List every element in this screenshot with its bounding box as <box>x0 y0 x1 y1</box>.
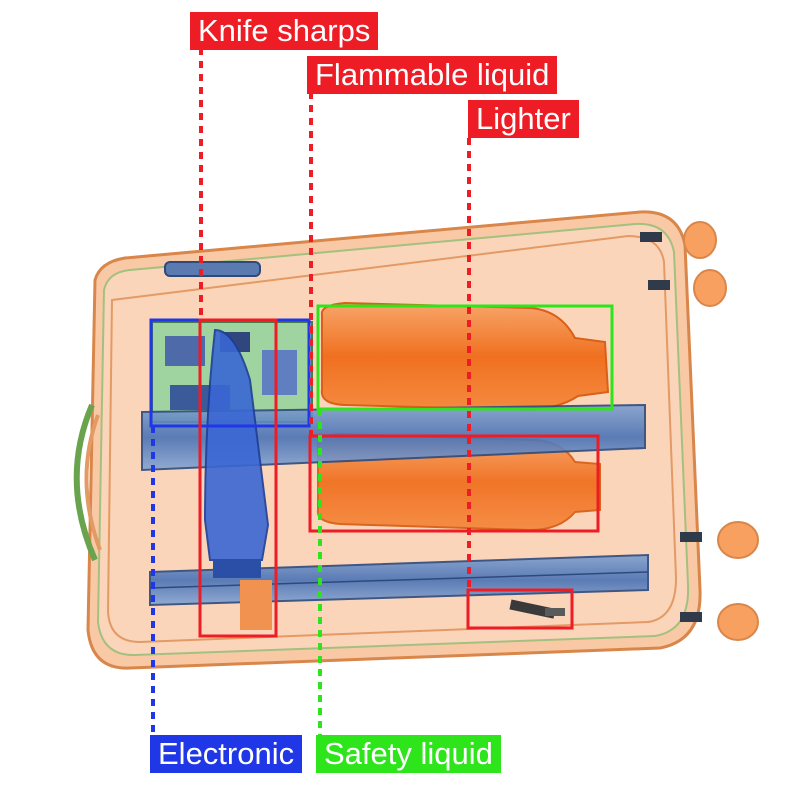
box-knife <box>198 318 278 638</box>
label-electronic: Electronic <box>150 735 303 773</box>
label-lighter: Lighter <box>468 100 579 138</box>
label-knife-sharps: Knife sharps <box>190 12 379 50</box>
box-flammable <box>308 434 600 533</box>
box-safety <box>316 304 614 411</box>
knife <box>203 328 272 630</box>
label-safety-liquid: Safety liquid <box>316 735 501 773</box>
label-flammable-liquid: Flammable liquid <box>307 56 558 94</box>
leader-lines <box>151 48 471 738</box>
lighter <box>509 599 565 619</box>
box-lighter <box>466 588 574 630</box>
detection-boxes <box>149 304 614 638</box>
